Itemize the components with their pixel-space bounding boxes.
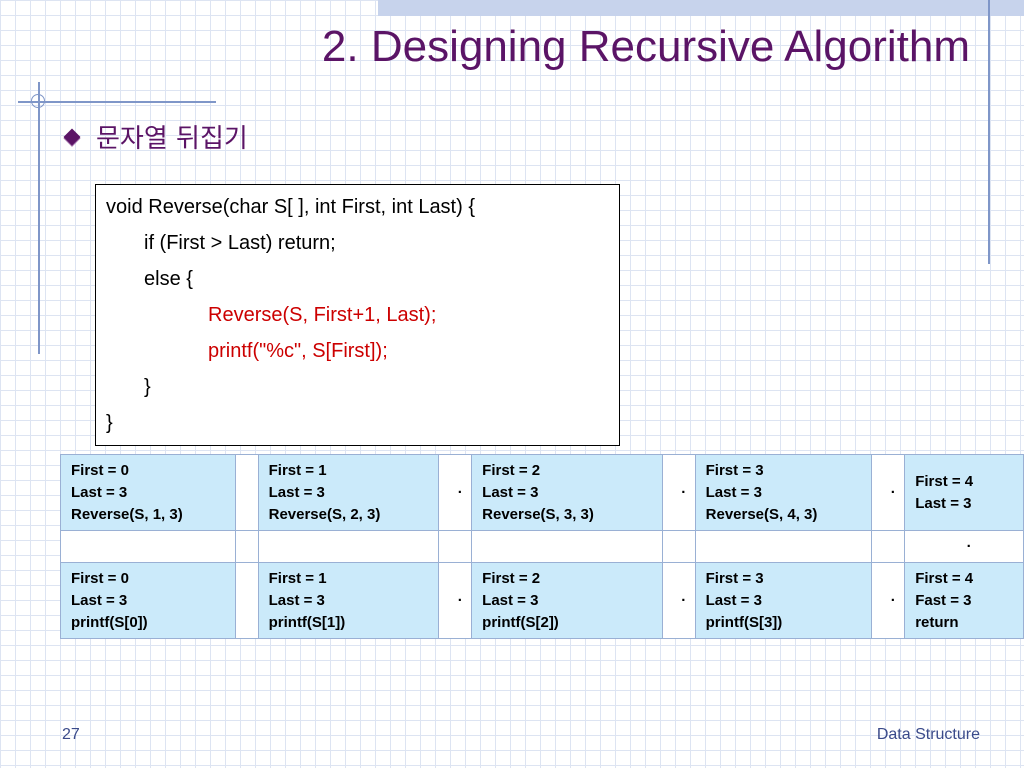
separator-dot: · <box>438 562 473 639</box>
slide-title: 2. Designing Recursive Algorithm <box>321 22 970 71</box>
separator-dot: · <box>661 562 696 639</box>
code-box: void Reverse(char S[ ], int First, int L… <box>95 184 620 446</box>
code-line: } <box>144 376 151 398</box>
decorative-circle <box>31 94 45 108</box>
bullet-text: 문자열 뒤집기 <box>96 124 248 154</box>
decorative-line-right <box>988 0 990 264</box>
diamond-bullet-icon <box>63 128 81 145</box>
decorative-line-vertical <box>38 82 40 354</box>
separator-dot: · <box>904 530 1024 563</box>
bullet-item: 문자열 뒤집기 <box>60 118 248 155</box>
footer-text: Data Structure <box>876 726 980 743</box>
separator-dot: · <box>438 454 473 531</box>
spacer-cell <box>234 454 259 531</box>
top-decorative-band <box>378 0 1024 16</box>
code-line: void Reverse(char S[ ], int First, int L… <box>106 196 476 218</box>
separator-dot: · <box>661 454 696 531</box>
spacer-row: · <box>60 530 1024 563</box>
code-line: if (First > Last) return; <box>144 232 336 254</box>
decorative-line-horizontal <box>18 101 216 103</box>
code-line: else { <box>144 268 193 290</box>
page-number: 27 <box>62 726 80 743</box>
separator-dot: · <box>871 562 906 639</box>
code-line-recursive-call: Reverse(S, First+1, Last); <box>208 304 437 326</box>
code-line-printf: printf("%c", S[First]); <box>208 340 388 362</box>
separator-dot: · <box>871 454 906 531</box>
spacer-cell <box>234 562 259 639</box>
code-line: } <box>106 412 113 434</box>
